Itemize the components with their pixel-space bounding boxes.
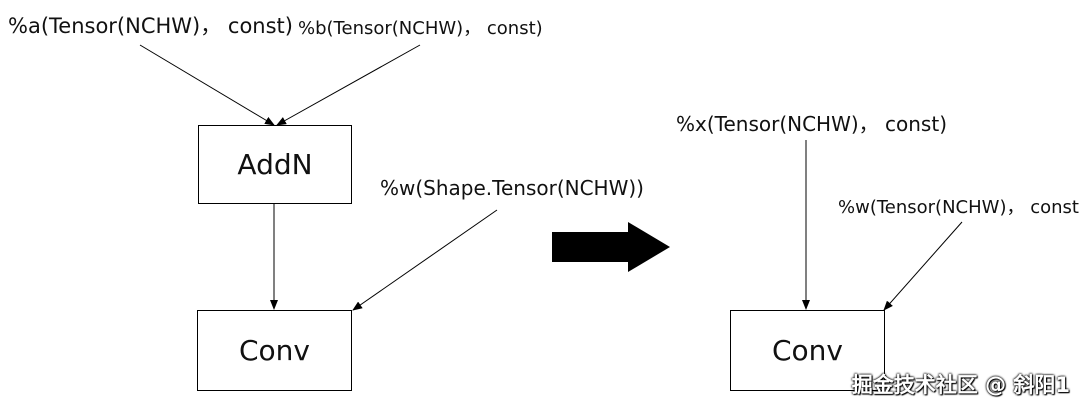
right-arrow-icon bbox=[552, 222, 670, 272]
watermark: 掘金技术社区 @ 斜阳1 bbox=[851, 373, 1070, 397]
conv-node-right-label: Conv bbox=[772, 334, 843, 367]
addn-node-label: AddN bbox=[237, 148, 313, 181]
conv-node-left: Conv bbox=[197, 310, 352, 391]
edge-w-to-conv-right bbox=[883, 221, 963, 311]
input-b-label: %b(Tensor(NCHW)， const) bbox=[298, 18, 543, 39]
input-a-label: %a(Tensor(NCHW)， const) bbox=[8, 14, 293, 38]
conv-node-left-label: Conv bbox=[239, 334, 310, 367]
addn-node: AddN bbox=[198, 125, 352, 204]
edge-a-to-addn bbox=[139, 44, 275, 126]
conv-node-right: Conv bbox=[730, 310, 885, 391]
input-w-label: %w(Shape.Tensor(NCHW)) bbox=[380, 176, 644, 200]
input-w-right-label: %w(Tensor(NCHW)， const) bbox=[838, 197, 1080, 218]
input-x-label: %x(Tensor(NCHW)， const) bbox=[676, 112, 947, 136]
edge-b-to-addn bbox=[276, 44, 421, 126]
edge-w-to-conv bbox=[352, 209, 498, 311]
